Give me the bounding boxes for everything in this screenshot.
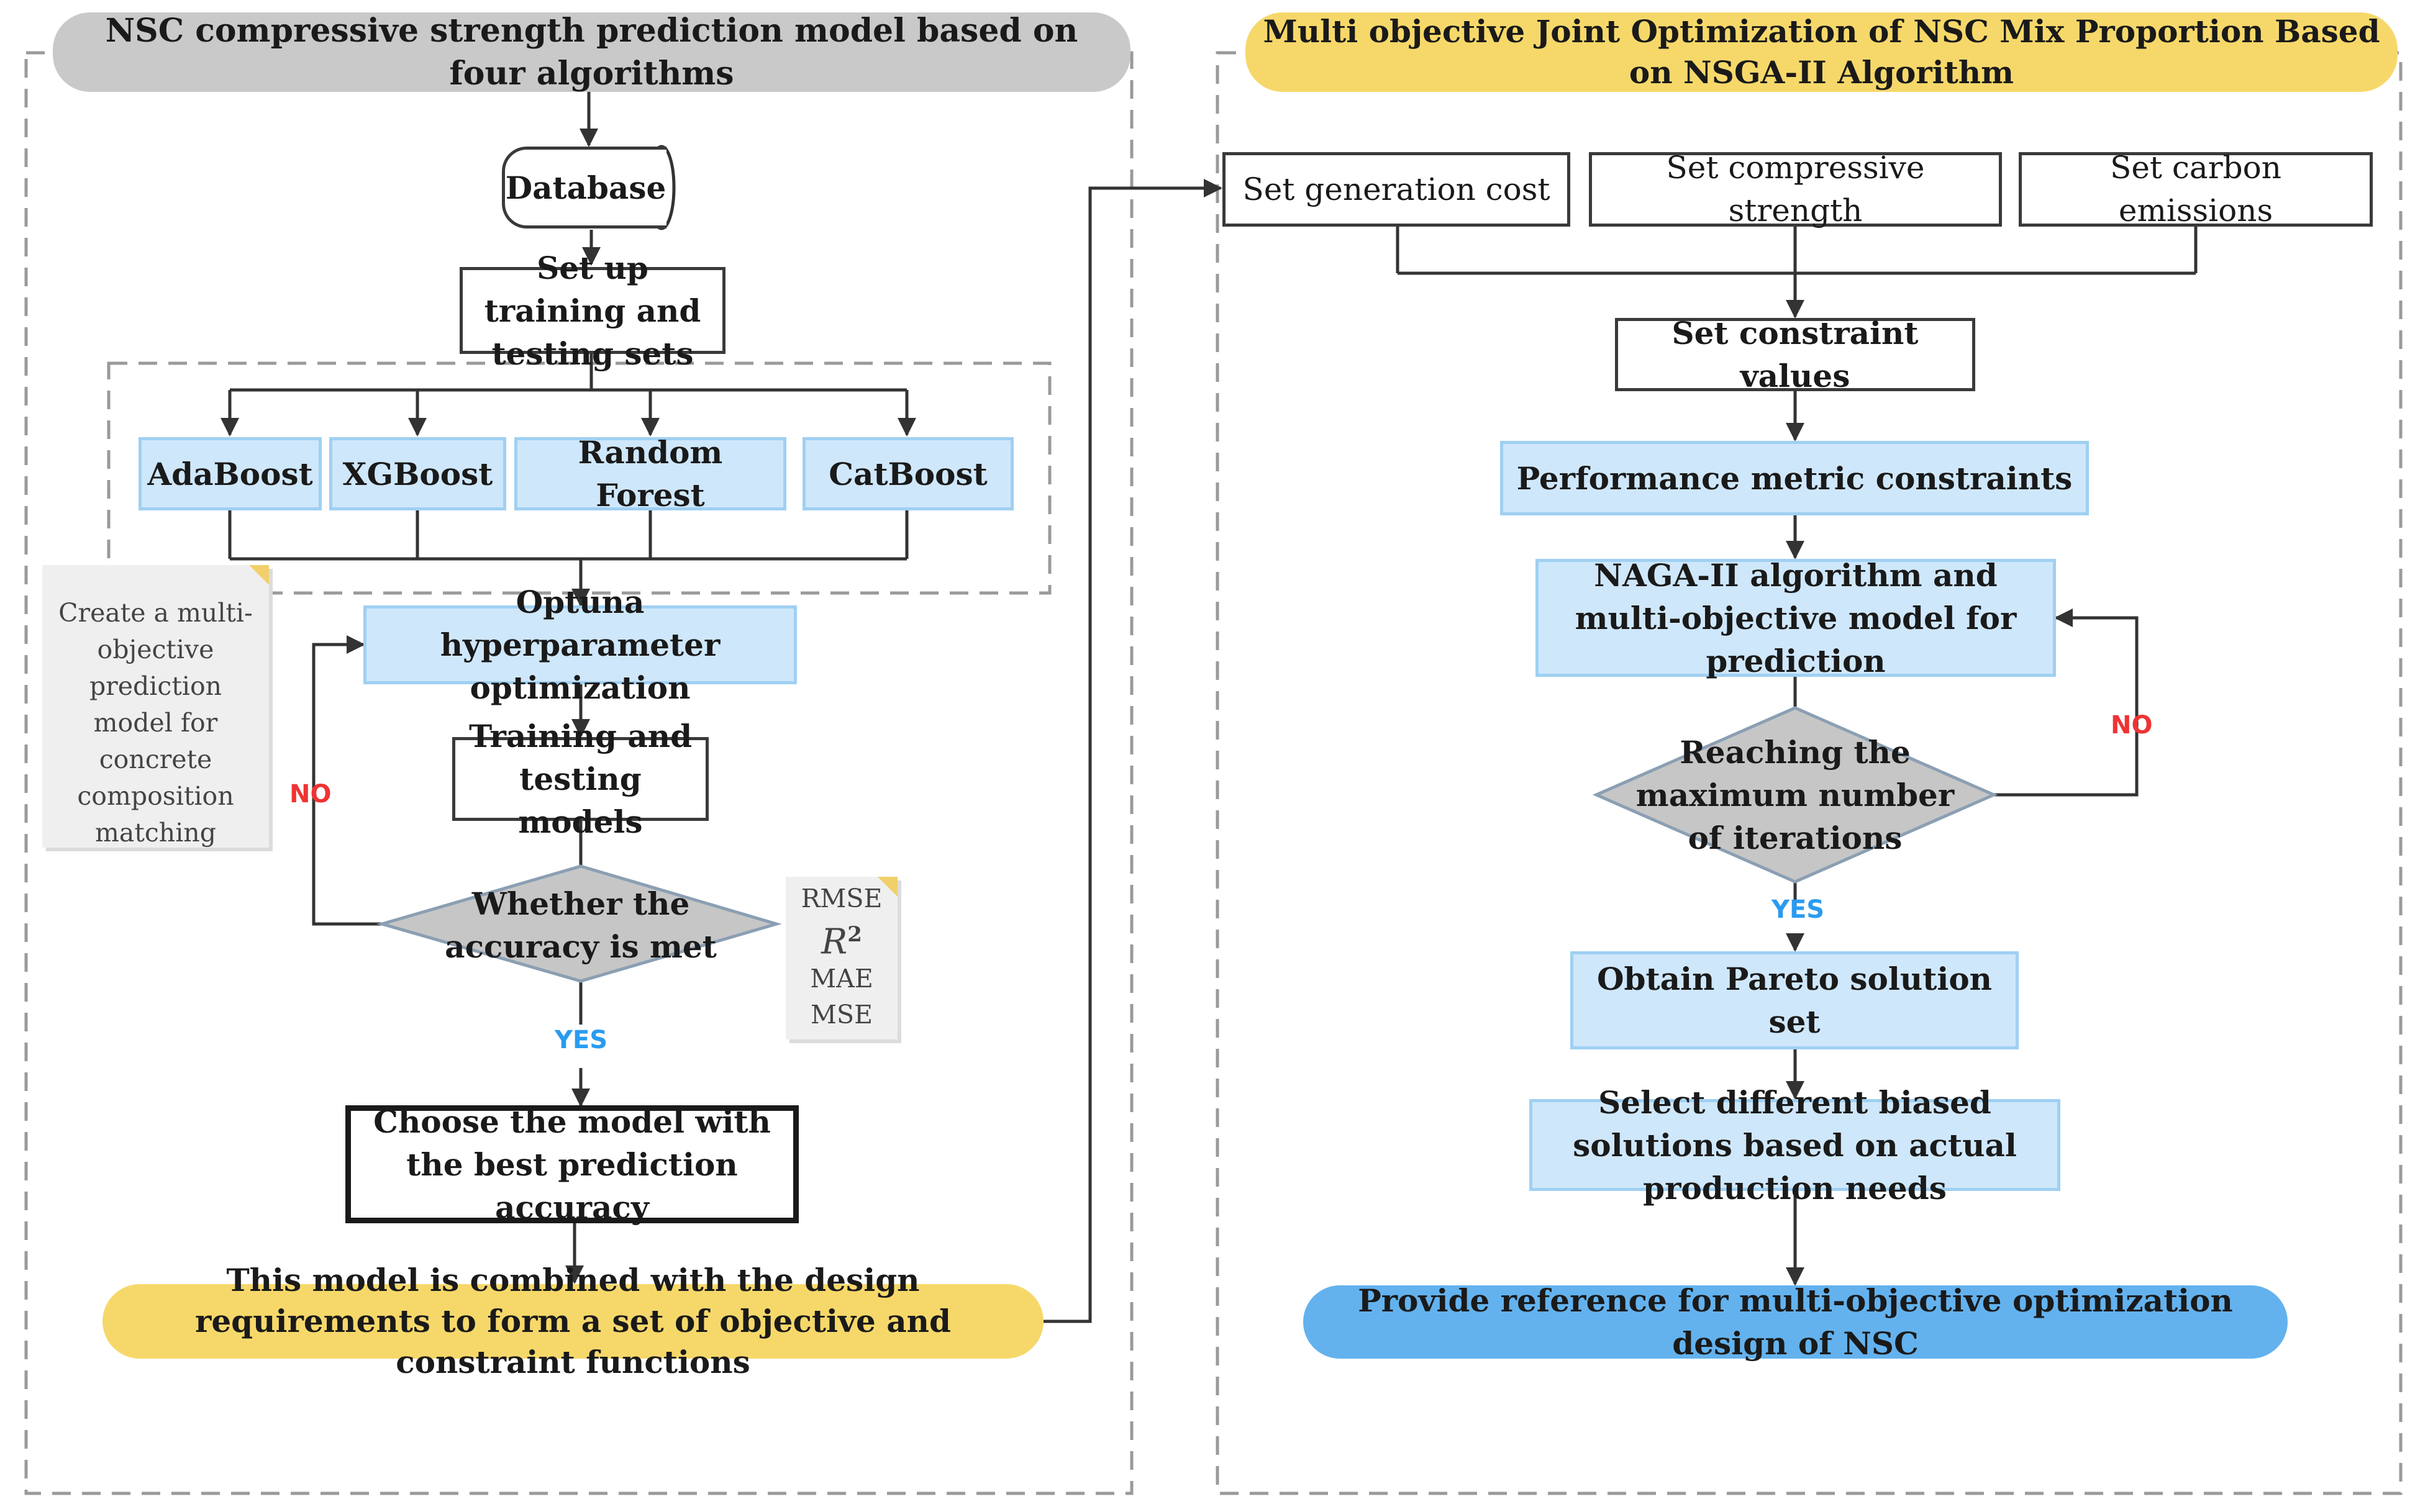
performance-metric-node[interactable]: Performance metric constraints [1500,441,2089,515]
algorithm-adaboost[interactable]: AdaBoost [139,437,322,510]
accuracy-decision-label: Whether the accuracy is met [445,885,717,965]
training-testing-node[interactable]: Training and testing models [452,718,709,840]
algorithm-catboost-label: CatBoost [829,455,988,492]
prediction-model-note-text: Create a multi-objective prediction mode… [58,598,253,848]
metrics-note: RMSE R2 MAE MSE [786,877,898,1039]
right-yes-label: YES [1771,895,1825,924]
performance-metric-label: Performance metric constraints [1516,459,2073,497]
algorithm-catboost[interactable]: CatBoost [803,437,1014,510]
metric-r2: R2 [786,917,898,961]
objective-cost-label: Set generation cost [1242,171,1550,207]
combine-requirements-node[interactable]: This model is combined with the design r… [102,1262,1044,1380]
metric-rmse: RMSE [801,884,883,913]
note-dogear-icon [249,565,269,585]
optuna-label: Optuna hyperparameter optimization [440,584,721,706]
algorithm-xgboost-label: XGBoost [342,455,493,492]
right-no-label: NO [2111,711,2153,740]
iterations-decision-diamond [1592,706,1998,884]
iterations-decision-label-box: Reaching the maximum number of iteration… [1603,734,1988,856]
naga-algorithm-node[interactable]: NAGA-II algorithm and multi-objective mo… [1535,557,2056,679]
database-label: Database [505,169,666,206]
metrics-dogear-icon [878,877,898,897]
accuracy-decision-diamond [376,864,782,983]
choose-best-model-node[interactable]: Choose the model with the best predictio… [345,1103,799,1226]
metric-mae: MAE [810,963,873,994]
algorithm-xgboost[interactable]: XGBoost [329,437,506,510]
right-panel-title: Multi objective Joint Optimization of NS… [1245,12,2398,92]
select-solutions-node[interactable]: Select different biased solutions based … [1529,1084,2060,1206]
metric-mse: MSE [811,999,873,1030]
train-test-split-label: Set up training and testing sets [484,249,701,372]
iterations-decision-label: Reaching the maximum number of iteration… [1635,733,1955,856]
algorithm-adaboost-label: AdaBoost [147,455,313,492]
left-yes-label: YES [555,1026,608,1054]
left-panel-title-text: NSC compressive strength prediction mode… [105,12,1078,93]
select-solutions-label: Select different biased solutions based … [1573,1084,2017,1206]
accuracy-decision-label-box: Whether the accuracy is met [398,882,764,969]
metric-r2-sup: 2 [847,922,862,947]
objective-strength-node[interactable]: Set compressive strength [1589,150,2002,229]
database-node[interactable]: Database [502,147,666,229]
constraint-values-label: Set constraint values [1671,315,1919,394]
objective-carbon-node[interactable]: Set carbon emissions [2019,150,2373,229]
algorithm-random-forest[interactable]: Random Forest [514,434,786,514]
left-no-label: NO [289,780,332,808]
objective-cost-node[interactable]: Set generation cost [1222,152,1570,227]
provide-reference-label: Provide reference for multi-objective op… [1358,1282,2233,1362]
optuna-node[interactable]: Optuna hyperparameter optimization [363,584,797,706]
naga-algorithm-label: NAGA-II algorithm and multi-objective mo… [1575,556,2017,679]
constraint-values-node[interactable]: Set constraint values [1615,315,1975,394]
choose-best-model-label: Choose the model with the best predictio… [373,1103,771,1226]
train-test-split-node[interactable]: Set up training and testing sets [460,250,725,372]
right-panel-title-text: Multi objective Joint Optimization of NS… [1263,13,2380,91]
left-panel-title: NSC compressive strength prediction mode… [53,12,1130,93]
combine-requirements-label: This model is combined with the design r… [195,1262,951,1380]
metric-r2-base: R [821,921,848,962]
prediction-model-note: Create a multi-objective prediction mode… [42,565,269,848]
training-testing-label: Training and testing models [468,718,693,840]
objective-strength-label: Set compressive strength [1666,150,1925,229]
pareto-solution-label: Obtain Pareto solution set [1596,961,1993,1040]
provide-reference-node[interactable]: Provide reference for multi-objective op… [1303,1282,2288,1362]
objective-carbon-label: Set carbon emissions [2110,150,2281,229]
algorithm-random-forest-label: Random Forest [578,434,723,514]
pareto-solution-node[interactable]: Obtain Pareto solution set [1570,951,2019,1049]
